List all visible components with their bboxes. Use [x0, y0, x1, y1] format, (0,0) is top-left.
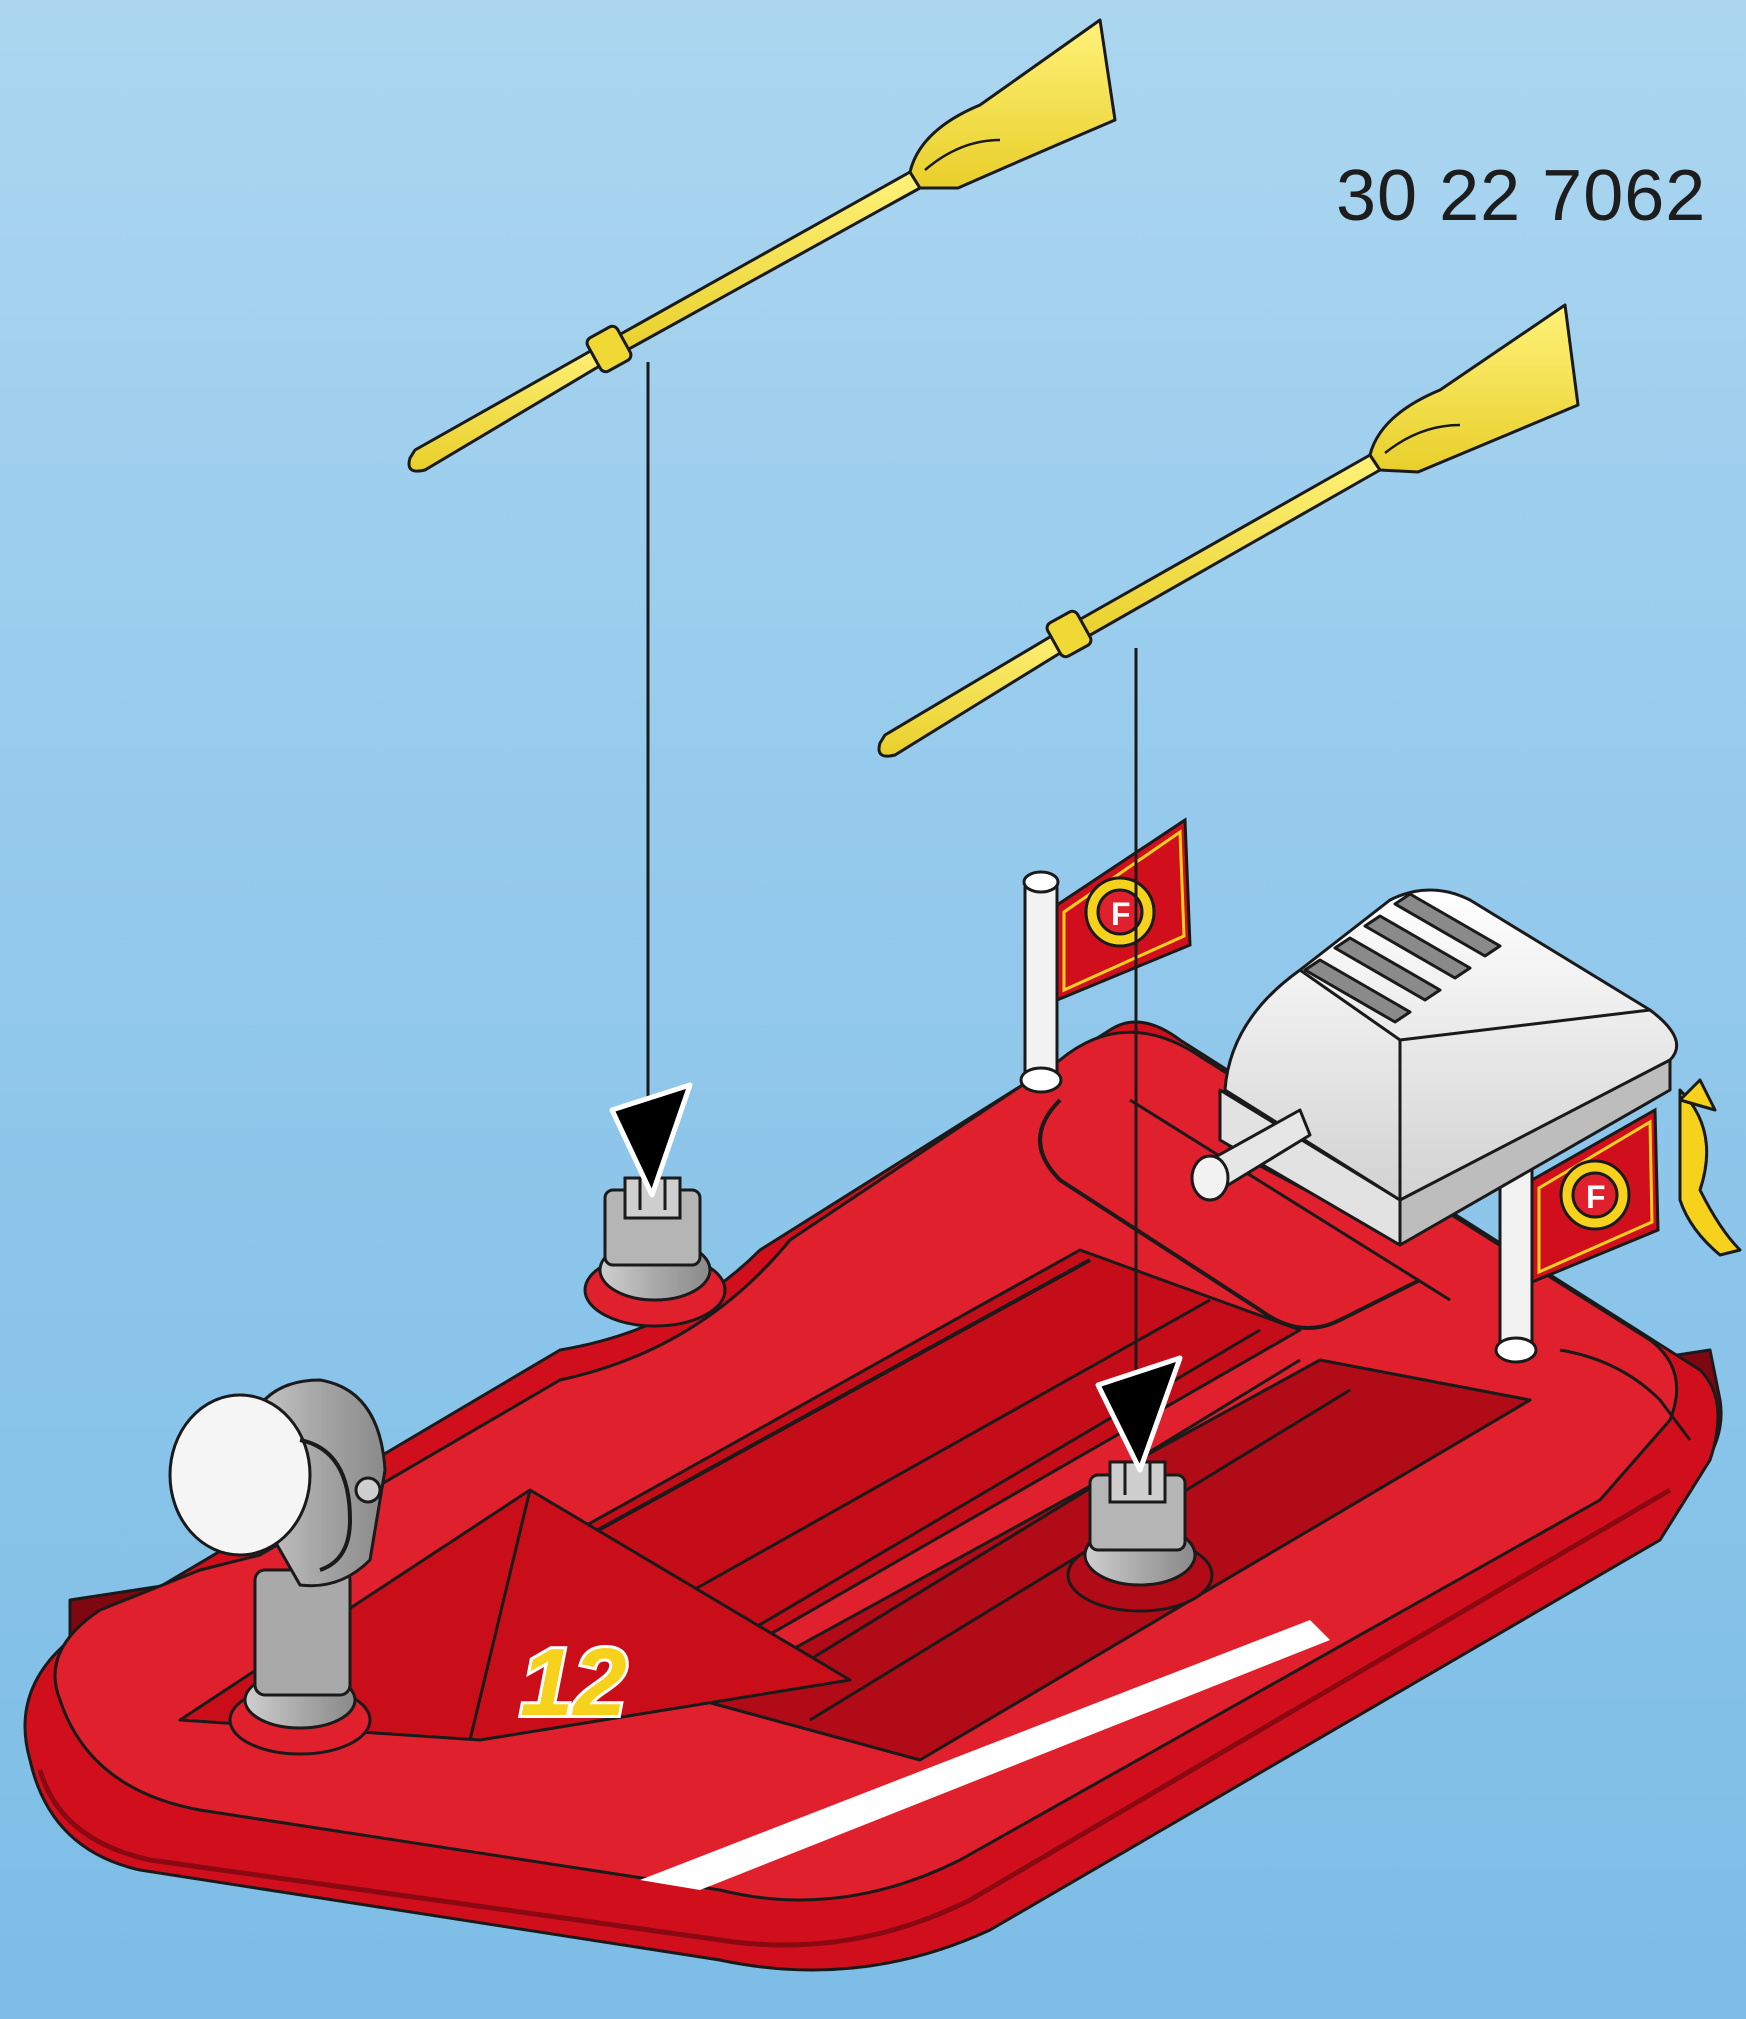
flag-letter: F	[1111, 896, 1131, 932]
searchlight-lens	[170, 1395, 310, 1555]
fire-badge-icon: F	[1086, 878, 1154, 946]
fire-badge-icon: F	[1561, 1161, 1629, 1229]
hull-number: 12	[520, 1629, 627, 1736]
flag-letter: F	[1586, 1179, 1606, 1215]
oar-lower	[879, 305, 1578, 756]
hull-number-badge: 12	[520, 1629, 627, 1736]
part-number: 30 22 7062	[1336, 155, 1706, 237]
oar-upper	[409, 20, 1115, 471]
assembly-arrow-front	[612, 362, 690, 1195]
oarlock-front	[585, 1178, 725, 1326]
